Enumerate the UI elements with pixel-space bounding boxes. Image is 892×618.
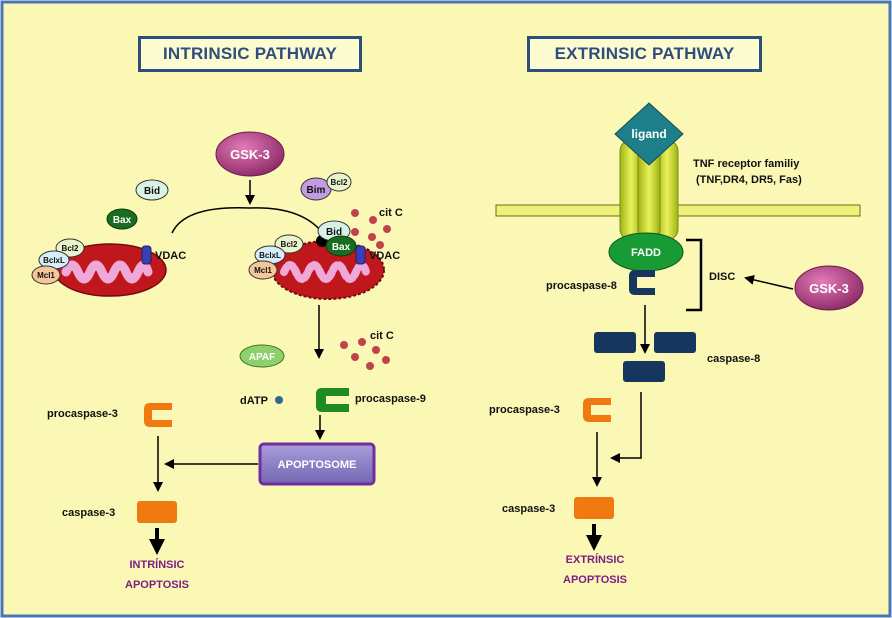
cit-c-dots-top — [351, 209, 391, 249]
gsk3-intrinsic-label: GSK-3 — [230, 147, 270, 162]
gsk3-extrinsic-label: GSK-3 — [809, 281, 849, 296]
apoptosome-label: APOPTOSOME — [278, 459, 357, 471]
arrow-caspase8-to-caspase3 — [610, 392, 642, 463]
cit-c-dots-middle — [340, 338, 390, 370]
fadd-label: FADD — [631, 247, 661, 259]
extrinsic-title: EXTRINSIC PATHWAY — [527, 36, 762, 72]
datp-label: dATP — [240, 395, 268, 407]
receptor-members-label: (TNF,DR4, DR5, Fas) — [696, 174, 802, 186]
bcl2-oval-right — [274, 234, 304, 254]
bax-label-bound: Bax — [332, 242, 351, 253]
procaspase8-label: procaspase-8 — [546, 280, 617, 292]
bax-oval — [106, 208, 138, 230]
vdac-channel-right — [355, 245, 366, 265]
bid-label-bound: Bid — [326, 227, 342, 238]
bclxl-label-right: BclxL — [259, 251, 281, 260]
caspase8-block-right — [654, 332, 696, 353]
ligand-label: ligand — [631, 127, 666, 141]
bcl2-oval-bim — [326, 172, 352, 192]
tnf-receptor — [619, 139, 679, 241]
cit-c-label-top: cit C — [379, 207, 403, 219]
bclxl-label-left: BclxL — [43, 256, 65, 265]
apaf-label: APAF — [249, 352, 275, 363]
apaf-oval — [239, 344, 285, 368]
datp-dot — [275, 396, 283, 404]
disc-label: DISC — [709, 271, 735, 283]
extrinsic-outcome-line1: EXTRÍNSIC — [566, 553, 625, 566]
bim-label: Bim — [307, 185, 326, 196]
apoptosome-box — [258, 442, 376, 486]
procaspase3-extrinsic-label: procaspase-3 — [489, 404, 560, 416]
procaspase3-extrinsic-shape — [583, 398, 611, 422]
procaspase3-intrinsic-label: procaspase-3 — [47, 408, 118, 420]
intrinsic-outcome-line1: INTRÍNSIC — [130, 558, 185, 571]
gsk3-intrinsic — [215, 131, 285, 177]
gsk3-extrinsic — [794, 265, 864, 311]
caspase8-block-bottom — [623, 361, 665, 382]
procaspase8-shape — [629, 270, 655, 295]
bid-label: Bid — [144, 186, 160, 197]
procaspase9-label: procaspase-9 — [355, 393, 426, 405]
arrow-gsk3-to-disc — [744, 274, 794, 290]
intrinsic-title: INTRINSIC PATHWAY — [138, 36, 362, 72]
vdac-channel-left — [141, 245, 152, 265]
procaspase9-shape — [316, 388, 349, 412]
bcl2-label-left: Bcl2 — [62, 244, 79, 253]
mcl1-label-left: Mcl1 — [37, 271, 55, 280]
mcl1-oval-right — [248, 260, 278, 280]
caspase3-extrinsic-label: caspase-3 — [502, 503, 555, 515]
vdac-label-right: VDAC — [369, 250, 400, 262]
procaspase3-intrinsic-shape — [144, 403, 172, 427]
bid-oval — [135, 179, 169, 201]
disc-bracket — [686, 238, 703, 312]
mcl1-oval-left — [31, 265, 61, 285]
caspase3-intrinsic-label: caspase-3 — [62, 507, 115, 519]
mitochondrion-left — [53, 243, 167, 297]
mcl1-label-right: Mcl1 — [254, 266, 272, 275]
extrinsic-outcome-line2: APOPTOSIS — [563, 574, 627, 586]
caspase8-block-left — [594, 332, 636, 353]
cit-c-label-middle: cit C — [370, 330, 394, 342]
caspase3-intrinsic-box — [137, 501, 177, 523]
bax-oval-bound — [325, 235, 357, 257]
bax-label: Bax — [113, 215, 132, 226]
ligand-diamond — [614, 102, 684, 166]
caspase8-label: caspase-8 — [707, 353, 760, 365]
intrinsic-outcome-line2: APOPTOSIS — [125, 579, 189, 591]
caspase3-extrinsic-box — [574, 497, 614, 519]
translocation-curve — [171, 206, 323, 234]
vdac-label-left: VDAC — [155, 250, 186, 262]
bcl2-label-right: Bcl2 — [281, 240, 298, 249]
receptor-family-label: TNF receptor familiy — [693, 158, 800, 170]
bcl2-label-bim: Bcl2 — [331, 178, 348, 187]
